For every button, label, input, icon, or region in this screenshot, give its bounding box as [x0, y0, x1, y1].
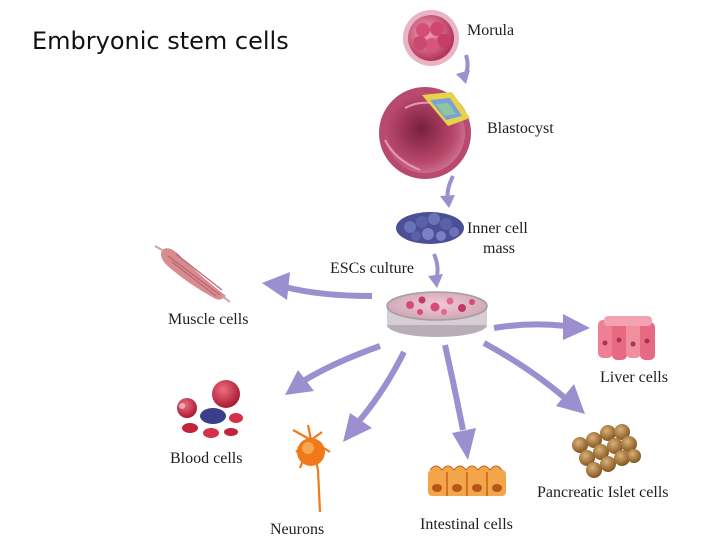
blood-cells-illustration [177, 380, 243, 438]
esc-culture-label: ESCs culture [330, 260, 414, 277]
arrow-to-blood [285, 343, 382, 395]
blood-cells-label: Blood cells [170, 450, 242, 467]
arrow-to-neurons [343, 350, 407, 442]
blastocyst-illustration [379, 87, 471, 179]
neurons-illustration [292, 424, 331, 513]
pancreatic-cells-illustration [572, 424, 641, 478]
morula-illustration [403, 10, 459, 66]
liver-cells-label: Liver cells [600, 369, 668, 386]
blastocyst-label: Blastocyst [487, 120, 554, 137]
arrow-to-muscle [262, 272, 373, 300]
arrow-morula-to-blastocyst [456, 54, 470, 84]
pancreatic-cells-label: Pancreatic Islet cells [537, 484, 669, 501]
muscle-cells-label: Muscle cells [168, 311, 248, 328]
arrow-to-pancreatic [482, 340, 585, 414]
liver-cells-illustration [598, 316, 655, 360]
morula-label: Morula [467, 22, 514, 39]
arrow-blastocyst-to-icm [440, 175, 455, 208]
muscle-cells-illustration [154, 245, 231, 303]
neurons-label: Neurons [270, 521, 324, 538]
page-title: Embryonic stem cells [32, 27, 289, 55]
arrow-to-liver [493, 314, 590, 340]
intestinal-cells-label: Intestinal cells [420, 516, 513, 533]
arrow-to-intestinal [442, 344, 476, 460]
inner-cell-mass-label-line2: mass [483, 240, 515, 257]
inner-cell-mass-illustration [396, 212, 464, 244]
intestinal-cells-illustration [428, 465, 506, 496]
esc-culture-dish-illustration [386, 291, 488, 337]
arrow-icm-to-culture [428, 253, 443, 288]
inner-cell-mass-label-line1: Inner cell [467, 220, 528, 237]
